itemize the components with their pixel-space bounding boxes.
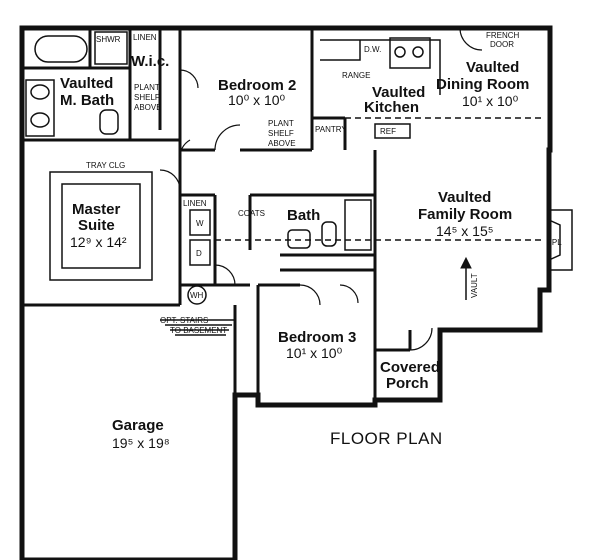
kitchen-label-2: Kitchen [364, 99, 419, 116]
bedroom2-name: Bedroom 2 [218, 77, 296, 94]
dryer-label: D [196, 249, 202, 258]
plant-shelf-2-line1: PLANT [268, 119, 294, 128]
master-suite-dims: 12⁹ x 14² [70, 234, 127, 250]
doors [159, 27, 483, 351]
vault-label: VAULT [470, 273, 479, 298]
plan-title: FLOOR PLAN [330, 429, 443, 448]
bedroom3-name: Bedroom 3 [278, 329, 356, 346]
dining-label-2: Dining Room [436, 76, 529, 93]
master-suite-label-2: Suite [78, 217, 115, 234]
bath-label: Bath [287, 207, 320, 224]
ref-label: REF [380, 127, 396, 136]
wic-label: W.i.c. [131, 53, 169, 70]
family-dims: 14⁵ x 15⁵ [436, 223, 494, 239]
master-bath-label-1: Vaulted [60, 75, 113, 92]
kitchen-label-1: Vaulted [372, 84, 425, 101]
plant-shelf-2-line2: SHELF [268, 129, 294, 138]
pantry-label: PANTRY [315, 125, 347, 134]
fireplace-label: FPL [547, 238, 562, 247]
linen-top-label: LINEN [133, 33, 157, 42]
plant-shelf-1-line3: ABOVE [134, 103, 162, 112]
washer-label: W [196, 219, 204, 228]
water-heater-label: WH [190, 291, 204, 300]
french-door-line1: FRENCH [486, 31, 520, 40]
master-suite-label-1: Master [72, 201, 121, 218]
plant-shelf-2-line3: ABOVE [268, 139, 296, 148]
interior-walls [22, 28, 442, 405]
stairs-label-1: OPT. STAIRS [160, 316, 208, 325]
dining-dims: 10¹ x 10⁰ [462, 93, 519, 109]
dining-label-1: Vaulted [466, 59, 519, 76]
linen-mid-label: LINEN [183, 199, 207, 208]
bedroom2-dims: 10⁰ x 10⁰ [228, 92, 286, 108]
vault-arrow-icon [460, 256, 472, 300]
dishwasher-label: D.W. [364, 45, 381, 54]
stairs-label-2: TO BASEMENT [170, 326, 227, 335]
shower-label: SHWR [96, 35, 121, 44]
family-label-1: Vaulted [438, 189, 491, 206]
labels: Vaulted M. Bath W.i.c. LINEN SHWR PLANT … [60, 31, 562, 451]
tray-ceiling-label: TRAY CLG [86, 161, 125, 170]
coats-label: COATS [238, 209, 265, 218]
plant-shelf-1-line1: PLANT [134, 83, 160, 92]
family-label-2: Family Room [418, 206, 512, 223]
garage-dims: 19⁵ x 19⁸ [112, 435, 170, 451]
plant-shelf-1-line2: SHELF [134, 93, 160, 102]
porch-label-2: Porch [386, 375, 429, 392]
french-door-line2: DOOR [490, 40, 514, 49]
fixtures [22, 27, 573, 560]
porch-label-1: Covered [380, 359, 440, 376]
garage-name: Garage [112, 417, 164, 434]
bedroom3-dims: 10¹ x 10⁰ [286, 345, 343, 361]
master-bath-label-2: M. Bath [60, 92, 114, 109]
range-label: RANGE [342, 71, 370, 80]
